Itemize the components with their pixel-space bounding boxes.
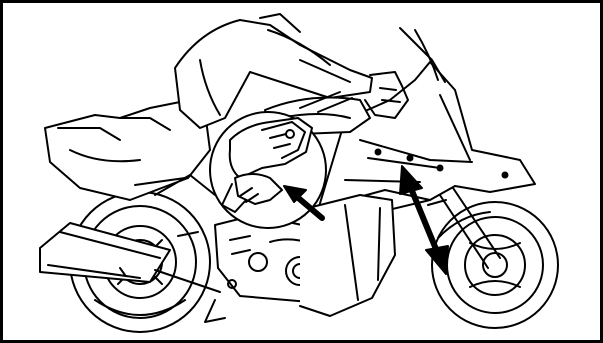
side-stand	[205, 300, 225, 322]
detail-callout	[210, 112, 326, 228]
front-wheel	[432, 202, 558, 328]
